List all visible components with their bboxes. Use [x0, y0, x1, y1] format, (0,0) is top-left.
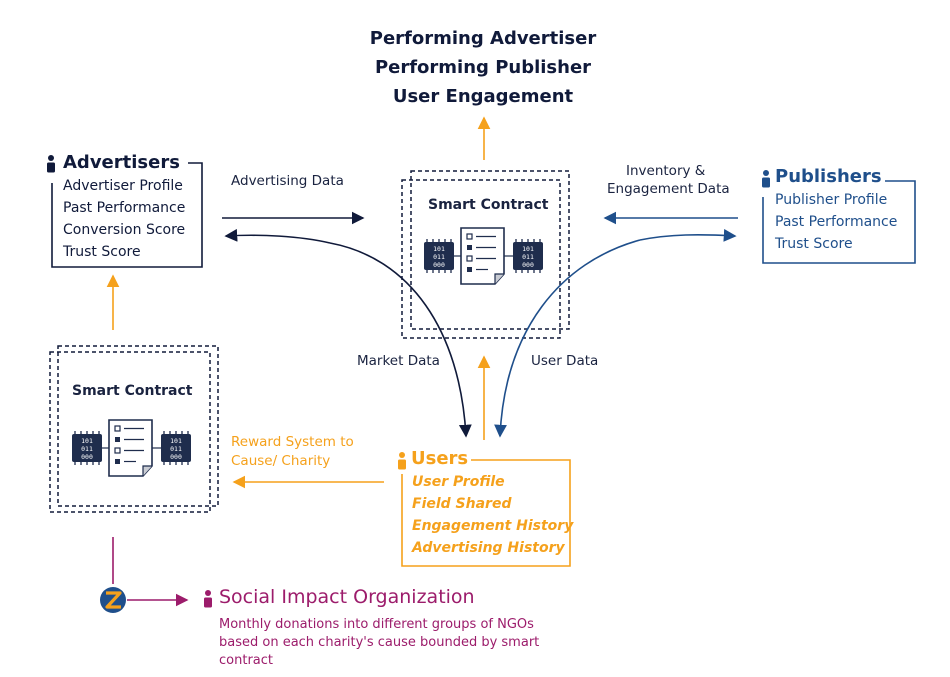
svg-text:000: 000	[433, 261, 445, 269]
svg-text:000: 000	[522, 261, 534, 269]
svg-text:101: 101	[170, 437, 182, 445]
binary-chip-icon: 101 011 000	[72, 431, 102, 465]
smart-contract-left-frame-outer	[49, 351, 211, 513]
publishers-box-border	[762, 180, 916, 264]
label-inventory-line1: Inventory &	[626, 163, 706, 179]
arrow-user-data-to-publishers	[639, 228, 737, 242]
svg-text:101: 101	[522, 245, 534, 253]
users-item: Engagement History	[412, 518, 574, 534]
users-list: User Profile Field Shared Engagement His…	[412, 471, 573, 559]
person-icon	[762, 170, 770, 188]
coin-logo-icon	[100, 587, 126, 613]
social-impact-description: Monthly donations into different groups …	[219, 616, 539, 670]
label-market-data: Market Data	[357, 353, 440, 369]
advertisers-item: Conversion Score	[63, 222, 186, 238]
social-impact-title: Social Impact Organization	[219, 586, 475, 608]
binary-chip-icon: 101 011 000	[424, 239, 454, 273]
social-impact-description-line: based on each charity's cause bounded by…	[219, 635, 540, 650]
users-item: Advertising History	[412, 540, 565, 556]
svg-text:011: 011	[170, 445, 182, 453]
smart-contract-main-illustration: 101 011 000 101 011 000	[424, 227, 543, 285]
smart-contract-left-illustration: 101 011 000 101 011 000	[72, 419, 191, 477]
arrow-user-data-to-users	[494, 239, 641, 438]
arrow-market-data-to-advertisers	[224, 228, 331, 244]
svg-text:011: 011	[522, 253, 534, 261]
users-title: Users	[411, 448, 469, 469]
header-line-performing-advertiser: Performing Advertiser	[369, 28, 597, 49]
smart-contract-left-frame-inner	[57, 345, 219, 507]
smart-contract-left-title: Smart Contract	[72, 383, 193, 399]
label-user-data: User Data	[531, 353, 599, 369]
person-icon	[398, 452, 406, 470]
advertisers-title: Advertisers	[63, 152, 180, 173]
arrow-market-data-to-users	[329, 242, 472, 438]
social-impact-description-line: Monthly donations into different groups …	[219, 617, 534, 632]
advertisers-item: Advertiser Profile	[63, 178, 183, 194]
person-icon	[204, 590, 212, 608]
document-icon	[460, 227, 505, 285]
users-item: Field Shared	[412, 496, 512, 512]
advertisers-item: Trust Score	[63, 244, 141, 260]
smart-contract-main-title: Smart Contract	[428, 197, 549, 213]
advertisers-list: Advertiser Profile Past Performance Conv…	[63, 175, 185, 263]
publishers-title: Publishers	[775, 166, 882, 187]
header-line-user-engagement: User Engagement	[392, 86, 574, 107]
svg-text:011: 011	[433, 253, 445, 261]
person-icon	[47, 155, 55, 173]
users-item: User Profile	[412, 474, 505, 490]
label-inventory-line2: Engagement Data	[607, 181, 730, 197]
publishers-list: Publisher Profile Past Performance Trust…	[775, 189, 897, 255]
label-advertising-data: Advertising Data	[231, 173, 344, 189]
document-icon	[108, 419, 153, 477]
svg-text:011: 011	[81, 445, 93, 453]
publishers-item: Past Performance	[775, 214, 898, 230]
binary-chip-icon: 101 011 000	[513, 239, 543, 273]
advertisers-box-border	[51, 162, 203, 268]
social-impact-description-line: contract	[219, 653, 273, 668]
header-line-performing-publisher: Performing Publisher	[374, 57, 592, 78]
advertisers-item: Past Performance	[63, 200, 186, 216]
svg-text:000: 000	[81, 453, 93, 461]
binary-chip-icon: 101 011 000	[161, 431, 191, 465]
publishers-item: Trust Score	[775, 236, 853, 252]
users-box-border	[401, 459, 571, 567]
smart-contract-main-frame-inner	[410, 170, 570, 330]
svg-text:000: 000	[170, 453, 182, 461]
svg-text:101: 101	[81, 437, 93, 445]
publishers-item: Publisher Profile	[775, 192, 888, 208]
label-reward-line1: Reward System to	[231, 434, 354, 450]
label-reward-line2: Cause/ Charity	[231, 453, 331, 469]
svg-text:101: 101	[433, 245, 445, 253]
smart-contract-main-frame-outer	[401, 179, 561, 339]
